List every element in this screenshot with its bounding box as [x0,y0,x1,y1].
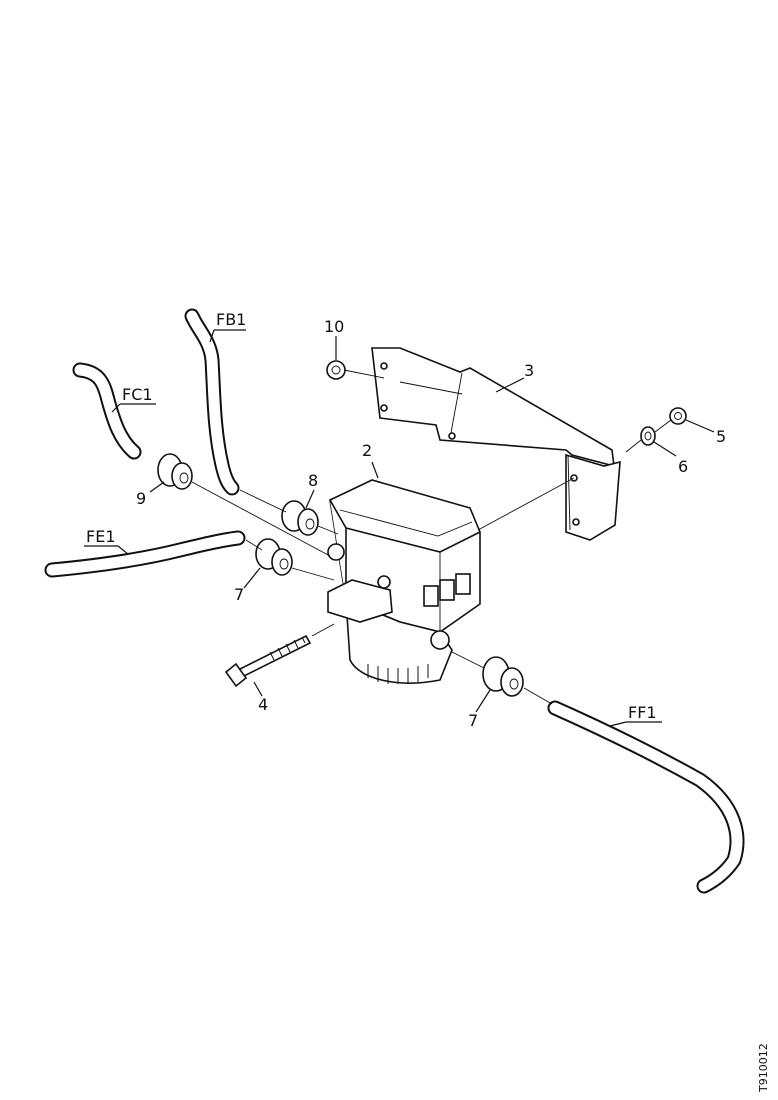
label-part-7-left: 7 [234,585,244,604]
union-part-7-right [482,656,524,697]
label-part-6: 6 [678,457,688,476]
label-hose-fb1: FB1 [216,310,246,329]
label-part-2: 2 [362,441,372,460]
label-part-3: 3 [524,361,534,380]
leader-lines [84,329,715,727]
label-part-9: 9 [136,489,146,508]
union-part-9 [157,453,193,490]
bracket-part-3 [371,347,621,541]
washer-part-6 [640,426,656,446]
label-hose-fc1: FC1 [122,385,153,404]
label-part-7-right: 7 [468,711,478,730]
nut-part-5 [669,407,687,425]
union-part-8 [281,500,319,536]
label-part-8: 8 [308,471,318,490]
hose-fb1 [184,308,240,496]
hose-fe1 [44,530,246,578]
hose-fc1 [72,362,142,460]
label-part-10: 10 [324,317,344,336]
label-hose-ff1: FF1 [628,703,657,722]
hose-ff1 [547,700,745,894]
nut-part-10 [326,360,346,380]
assembly-lines [191,369,672,705]
figure-reference-code: T910012 [757,1043,770,1093]
label-part-4: 4 [258,695,268,714]
union-part-7-left [255,538,293,576]
bolt-part-4 [224,634,312,688]
label-hose-fe1: FE1 [86,527,116,546]
label-part-5: 5 [716,427,726,446]
valve-unit-part-2 [327,479,481,684]
